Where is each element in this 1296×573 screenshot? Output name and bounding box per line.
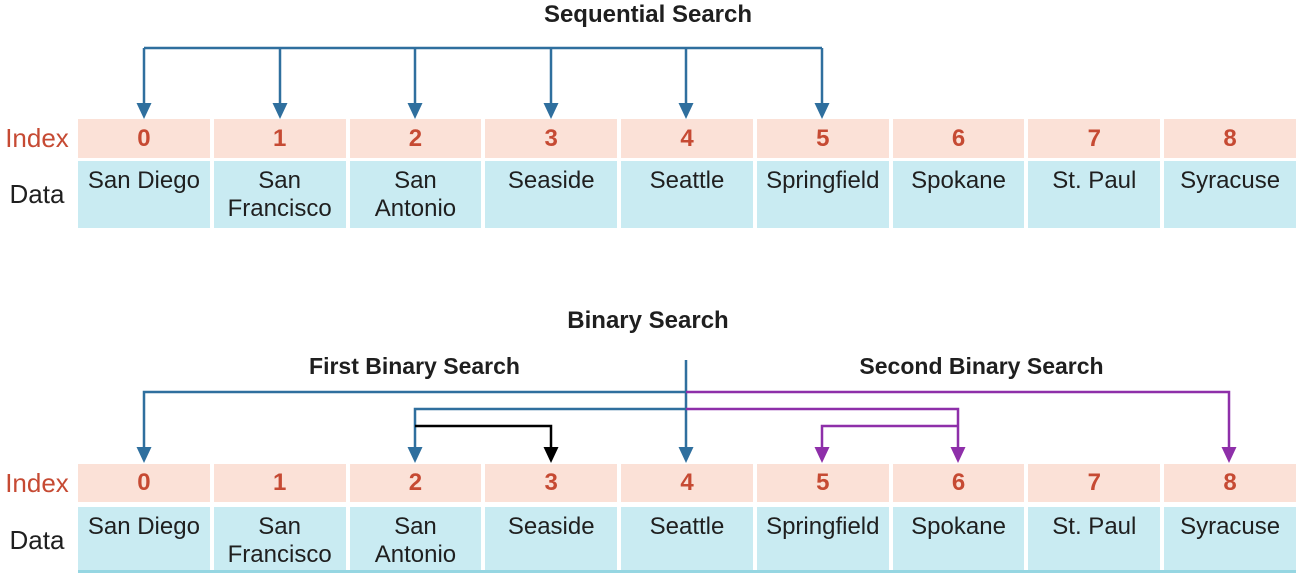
- data-cell: San Diego: [78, 507, 210, 573]
- first-search-arrow-index-3: [415, 424, 559, 463]
- index-cell: 7: [1028, 119, 1161, 158]
- seq-arrow-index-1: [272, 48, 288, 119]
- data-cell: San Francisco: [213, 161, 346, 228]
- index-cell: 8: [1164, 464, 1296, 502]
- index-cell: 4: [621, 464, 753, 502]
- binary-index-row: 0 1 2 3 4 5 6 7 8: [78, 464, 1296, 502]
- data-cell: St. Paul: [1028, 161, 1161, 228]
- data-cell: Seattle: [621, 507, 753, 573]
- index-cell: 5: [756, 464, 889, 502]
- data-cell: San Diego: [78, 161, 210, 228]
- index-cell: 7: [1028, 464, 1161, 502]
- index-cell: 3: [485, 119, 618, 158]
- seq-arrow-index-0: [136, 48, 152, 119]
- index-cell: 1: [213, 119, 346, 158]
- seq-arrow-index-3: [543, 48, 559, 119]
- index-cell: 0: [78, 464, 210, 502]
- second-binary-search-label: Second Binary Search: [859, 353, 1104, 379]
- second-search-arrow-index-8: [686, 390, 1237, 463]
- sequential-index-row: 0 1 2 3 4 5 6 7 8: [78, 119, 1296, 158]
- data-cell: St. Paul: [1028, 507, 1161, 573]
- data-cell: Spokane: [892, 161, 1025, 228]
- table-bottom-edge: [78, 570, 1296, 573]
- binary-data-row-label: Data: [9, 525, 65, 555]
- index-cell: 1: [213, 464, 346, 502]
- sequential-data-row-label: Data: [9, 179, 65, 209]
- seq-arrow-index-4: [678, 48, 694, 119]
- sequential-index-row-label: Index: [5, 123, 69, 153]
- seq-arrow-index-2: [407, 48, 423, 119]
- data-cell: Seattle: [621, 161, 753, 228]
- index-cell: 2: [349, 119, 482, 158]
- index-cell: 3: [485, 464, 618, 502]
- index-cell: 8: [1164, 119, 1296, 158]
- data-cell: San Antonio: [349, 161, 482, 228]
- index-cell: 6: [892, 119, 1025, 158]
- index-cell: 2: [349, 464, 482, 502]
- binary-search-title: Binary Search: [567, 307, 729, 334]
- second-search-arrow-index-5: [814, 424, 958, 463]
- data-cell: San Francisco: [213, 507, 346, 573]
- second-search-arrow-index-6: [686, 407, 966, 463]
- sequential-search-title: Sequential Search: [543, 1, 753, 28]
- data-cell: Syracuse: [1164, 507, 1296, 573]
- binary-index-row-label: Index: [5, 468, 69, 498]
- data-cell: Spokane: [892, 507, 1025, 573]
- data-cell: Springfield: [756, 161, 889, 228]
- data-cell: Springfield: [756, 507, 889, 573]
- first-search-arrow-index-2: [407, 407, 686, 463]
- index-cell: 4: [621, 119, 753, 158]
- first-search-arrow-index-0: [136, 390, 686, 463]
- seq-arrow-index-5: [814, 48, 830, 119]
- sequential-data-row: San Diego San Francisco San Antonio Seas…: [78, 161, 1296, 228]
- first-binary-search-label: First Binary Search: [309, 353, 520, 379]
- data-cell: San Antonio: [349, 507, 482, 573]
- index-cell: 5: [756, 119, 889, 158]
- data-cell: Seaside: [485, 507, 618, 573]
- index-cell: 6: [892, 464, 1025, 502]
- index-cell: 0: [78, 119, 210, 158]
- data-cell: Seaside: [485, 161, 618, 228]
- binary-data-row: San Diego San Francisco San Antonio Seas…: [78, 507, 1296, 573]
- data-cell: Syracuse: [1164, 161, 1296, 228]
